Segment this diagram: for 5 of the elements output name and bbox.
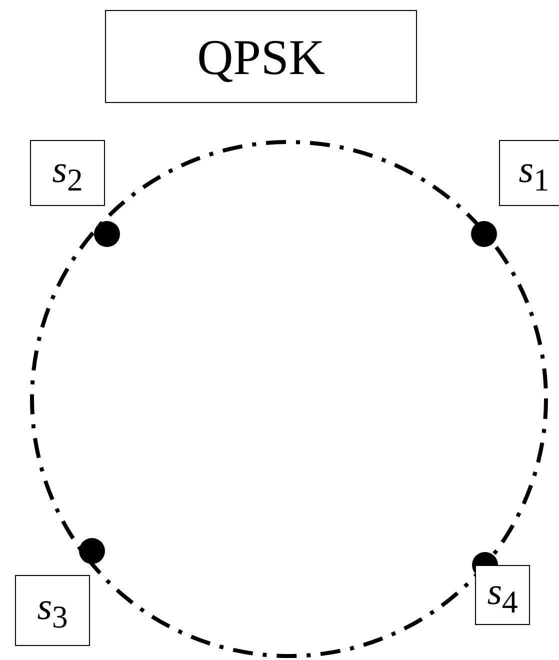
symbol-label: s$_{1}$	[499, 140, 559, 206]
title-box: QPSK	[105, 10, 417, 103]
symbol-label: s$_{2}$	[30, 140, 105, 206]
symbol-label: s$_{4}$	[475, 565, 530, 625]
symbol-label: s$_{3}$	[15, 575, 90, 646]
